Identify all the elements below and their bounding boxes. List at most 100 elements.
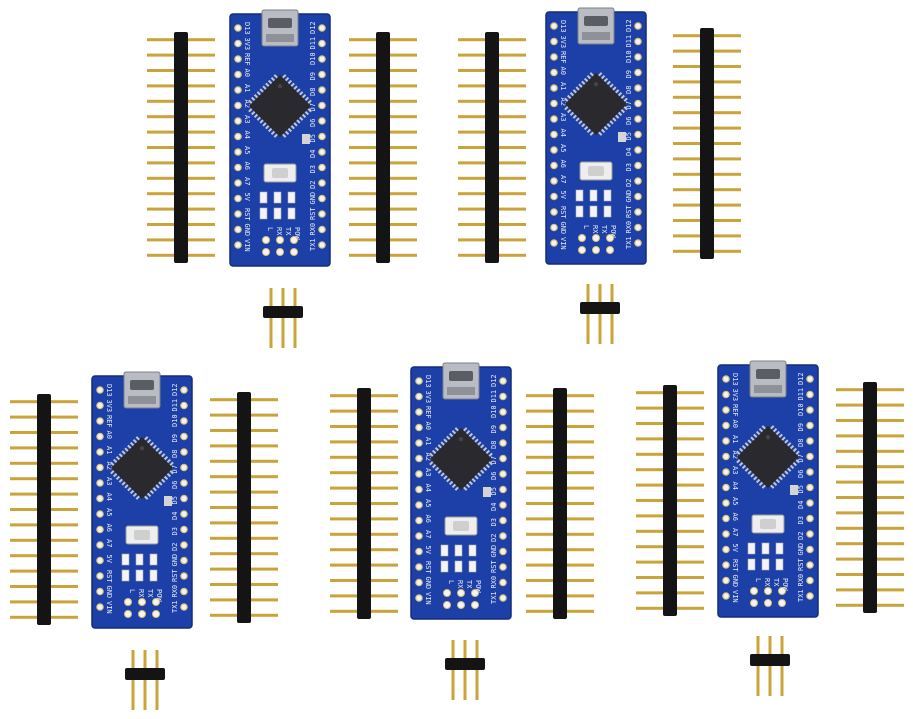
silk-label: 3V3 — [731, 389, 739, 402]
smd-part — [747, 558, 756, 571]
pin-hole — [180, 386, 188, 394]
chip-lead — [612, 86, 617, 91]
silk-label: RST — [243, 208, 251, 221]
chip-lead — [572, 114, 577, 119]
chip-lead — [166, 472, 171, 478]
chip-lead — [567, 94, 572, 100]
icsp-pad — [578, 246, 586, 254]
pin-hole — [415, 377, 423, 385]
pin-header-strip — [526, 388, 594, 619]
icsp-pad — [262, 248, 270, 256]
silk-label: VIN — [424, 592, 432, 605]
chip-lead — [161, 478, 166, 483]
silk-label: 3V3 — [243, 38, 251, 51]
pin-hole — [318, 179, 326, 187]
chip-lead — [284, 130, 290, 135]
icsp-pad — [290, 236, 298, 244]
icsp-pad — [276, 236, 284, 244]
short-pin-header — [580, 284, 620, 344]
microcontroller-chip — [429, 427, 493, 491]
chip-lead — [477, 441, 482, 446]
pin-hole — [806, 406, 814, 414]
chip-lead — [575, 86, 580, 91]
pin-hole — [96, 541, 104, 549]
pin-hole — [318, 210, 326, 218]
silk-label: A5 — [243, 146, 251, 154]
pin-hole — [180, 494, 188, 503]
chip-lead — [465, 430, 471, 435]
chip-body — [564, 72, 628, 136]
chip-lead — [572, 89, 577, 94]
pin-hole — [96, 432, 104, 441]
pin-hole — [415, 532, 423, 540]
chip-lead — [784, 439, 789, 444]
pin-hole — [180, 587, 188, 596]
silk-label: D8 — [797, 439, 805, 447]
chip-lead — [741, 464, 747, 470]
chip-lead — [755, 430, 761, 436]
chip-lead — [474, 438, 479, 443]
smd-part — [775, 558, 784, 571]
silk-label: GND — [309, 192, 317, 205]
silk-label: A5 — [731, 497, 739, 505]
header-body — [125, 668, 165, 680]
silk-label: D5 — [309, 134, 317, 142]
silk-label: D10 — [309, 52, 317, 65]
chip-lead — [132, 439, 138, 444]
pin-hole — [180, 572, 188, 580]
led-label: L — [447, 580, 455, 584]
pin-hole — [806, 561, 814, 569]
silk-label: A4 — [424, 484, 432, 492]
silk-label: RST — [171, 569, 179, 582]
chip-body — [248, 74, 312, 138]
chip-lead — [256, 91, 261, 96]
reset-button-cap — [588, 166, 604, 176]
pin-header-strip — [673, 28, 741, 259]
silk-label: 5V — [243, 193, 251, 202]
reset-button-cap — [453, 521, 469, 531]
silk-label: GND — [559, 222, 567, 235]
pin-hole — [550, 115, 558, 123]
pin-hole — [96, 417, 104, 425]
chip-lead — [792, 447, 797, 453]
chip-lead — [758, 481, 764, 486]
pin-hole — [234, 225, 242, 234]
chip-lead — [598, 131, 603, 136]
silk-label: D11 — [309, 37, 317, 50]
pin-hole — [499, 470, 507, 478]
pin-hole — [96, 510, 104, 518]
pin-hole — [499, 547, 507, 556]
usb-body — [447, 387, 475, 395]
chip-lead — [482, 446, 488, 452]
pin-hole — [234, 70, 242, 79]
chip-body — [736, 425, 800, 489]
led-label: L — [582, 225, 590, 229]
pin-hole — [722, 406, 730, 414]
chip-lead — [615, 89, 620, 94]
silk-label: D5 — [171, 496, 179, 504]
chip-lead — [144, 436, 149, 441]
icsp-pad — [443, 589, 451, 597]
chip-lead — [744, 442, 749, 447]
silk-label: D10 — [171, 414, 179, 427]
chip-lead — [267, 79, 273, 85]
pin-hole — [318, 70, 326, 79]
chip-lead — [454, 486, 459, 491]
pin-hole — [318, 39, 326, 48]
pin-header-strip — [636, 385, 704, 616]
chip-lead — [448, 480, 454, 486]
pin-hole — [806, 483, 814, 492]
smd-part — [575, 205, 584, 218]
silk-label: D6 — [490, 472, 498, 480]
chip-lead — [251, 110, 256, 116]
icsp-pad — [764, 599, 772, 607]
pin-header-strip — [10, 394, 78, 625]
pin-hole — [550, 146, 558, 154]
silk-label: RST — [490, 560, 498, 573]
silk-label: D2 — [171, 543, 179, 551]
usb-port — [268, 18, 292, 28]
silk-label: D13 — [424, 375, 432, 388]
pin-hole — [96, 448, 104, 456]
smd-part — [454, 544, 463, 557]
chip-lead — [118, 478, 123, 483]
